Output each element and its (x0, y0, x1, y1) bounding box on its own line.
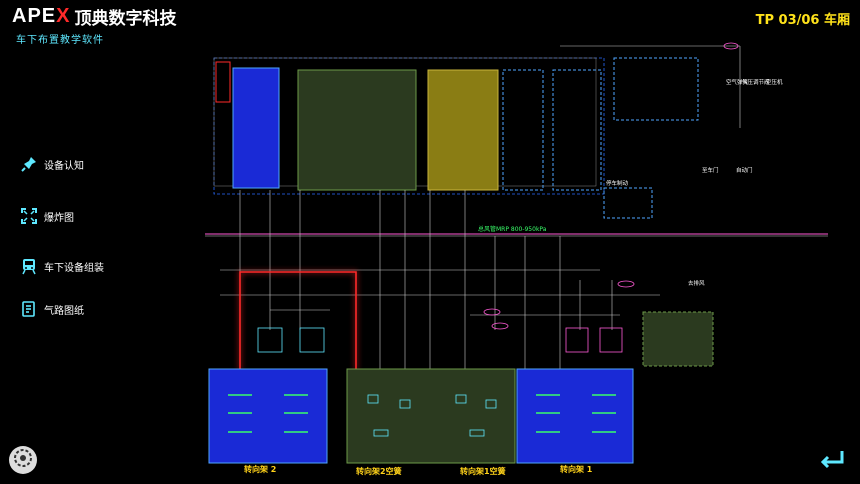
brake-label: 停车制动 (606, 179, 629, 187)
company-name: 顶典数字科技 (74, 9, 177, 29)
menu-label: 设备认知 (44, 160, 84, 172)
menu-item-exploded-view[interactable]: 爆炸图 (20, 207, 74, 225)
expand-icon (20, 207, 38, 225)
air-spring-label: 空气弹簧 (726, 78, 749, 86)
brand: APEX 顶典数字科技 (12, 4, 176, 29)
app-subtitle: 车下布置教学软件 (16, 35, 104, 46)
help-button[interactable] (9, 446, 37, 474)
return-arrow-icon (818, 451, 846, 476)
regulator-label: 气压调节阀 (742, 78, 770, 86)
door-label: 至车门 (702, 166, 719, 174)
bogie-2-spring-label: 转向架2空簧 (356, 466, 402, 476)
menu-item-air-diagram[interactable]: 气路图纸 (20, 300, 84, 318)
gear-icon (13, 448, 33, 472)
back-button[interactable] (818, 448, 846, 476)
bogie-2-label: 转向架 2 (244, 464, 276, 474)
menu-item-assembly[interactable]: 车下设备组装 (20, 257, 104, 275)
menu-label: 气路图纸 (44, 305, 84, 317)
compressor-label: 空压机 (766, 78, 783, 86)
menu-label: 车下设备组装 (44, 262, 104, 274)
bogie-1-spring-label: 转向架1空簧 (460, 466, 506, 476)
menu-label: 爆炸图 (44, 212, 74, 224)
page-indicator: TP 03/06 车厢 (755, 13, 850, 28)
auto-door-label: 自动门 (736, 166, 753, 174)
pin-icon (20, 155, 38, 173)
document-icon (20, 300, 38, 318)
bogie-1-label: 转向架 1 (560, 464, 593, 474)
menu-item-device-recognition[interactable]: 设备认知 (20, 155, 84, 173)
main-pipe-label: 总风管MRP 800-950kPa (478, 225, 547, 233)
brand-logo: APEX (12, 5, 71, 27)
exhaust-label: 去排风 (688, 279, 705, 287)
train-icon (20, 257, 38, 275)
